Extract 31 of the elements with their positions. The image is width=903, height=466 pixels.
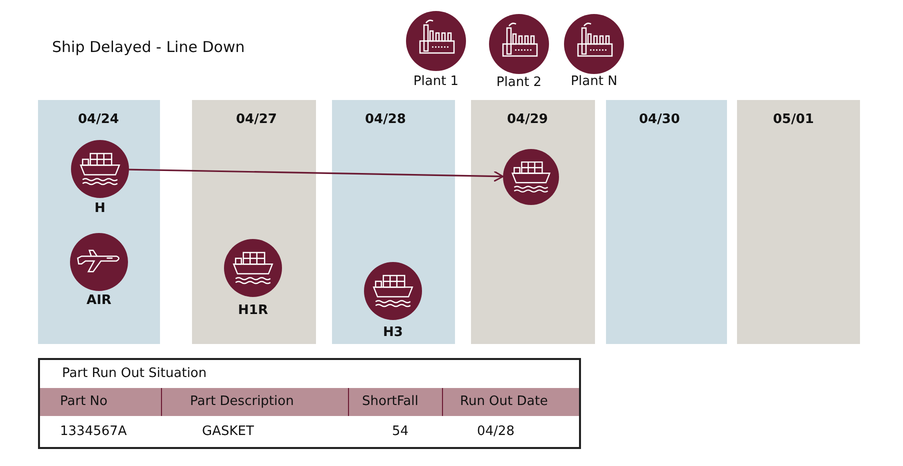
date-label: 05/01 [773, 112, 814, 127]
table-frame [38, 358, 581, 449]
table-header-cell: ShortFall [362, 394, 418, 409]
table-cell: 1334567A [60, 424, 127, 439]
date-label: 04/29 [507, 112, 548, 127]
plant-label: Plant N [570, 74, 618, 89]
date-label: 04/28 [365, 112, 406, 127]
date-column [192, 100, 316, 344]
date-column [332, 100, 455, 344]
table-cell: GASKET [202, 424, 254, 439]
diagram-title: Ship Delayed - Line Down [52, 38, 245, 56]
shipment-label: AIR [86, 293, 112, 308]
date-column [737, 100, 860, 344]
plant-label: Plant 1 [413, 74, 459, 89]
date-column [471, 100, 595, 344]
table-cell: 54 [392, 424, 409, 439]
date-label: 04/27 [236, 112, 277, 127]
plant-label: Plant 2 [496, 75, 542, 90]
arrow [128, 168, 504, 182]
shipment-label: H3 [383, 325, 403, 340]
shipment-label: H1R [238, 303, 268, 318]
table-header-cell: Run Out Date [460, 394, 548, 409]
date-column [38, 100, 160, 344]
date-label: 04/30 [639, 112, 680, 127]
shipment-label: H [94, 201, 106, 216]
table-header-cell: Part Description [190, 394, 294, 409]
date-column [606, 100, 727, 344]
table-cell: 04/28 [477, 424, 514, 439]
table-title: Part Run Out Situation [62, 366, 207, 381]
table-header-cell: Part No [60, 394, 108, 409]
date-label: 04/24 [78, 112, 119, 127]
